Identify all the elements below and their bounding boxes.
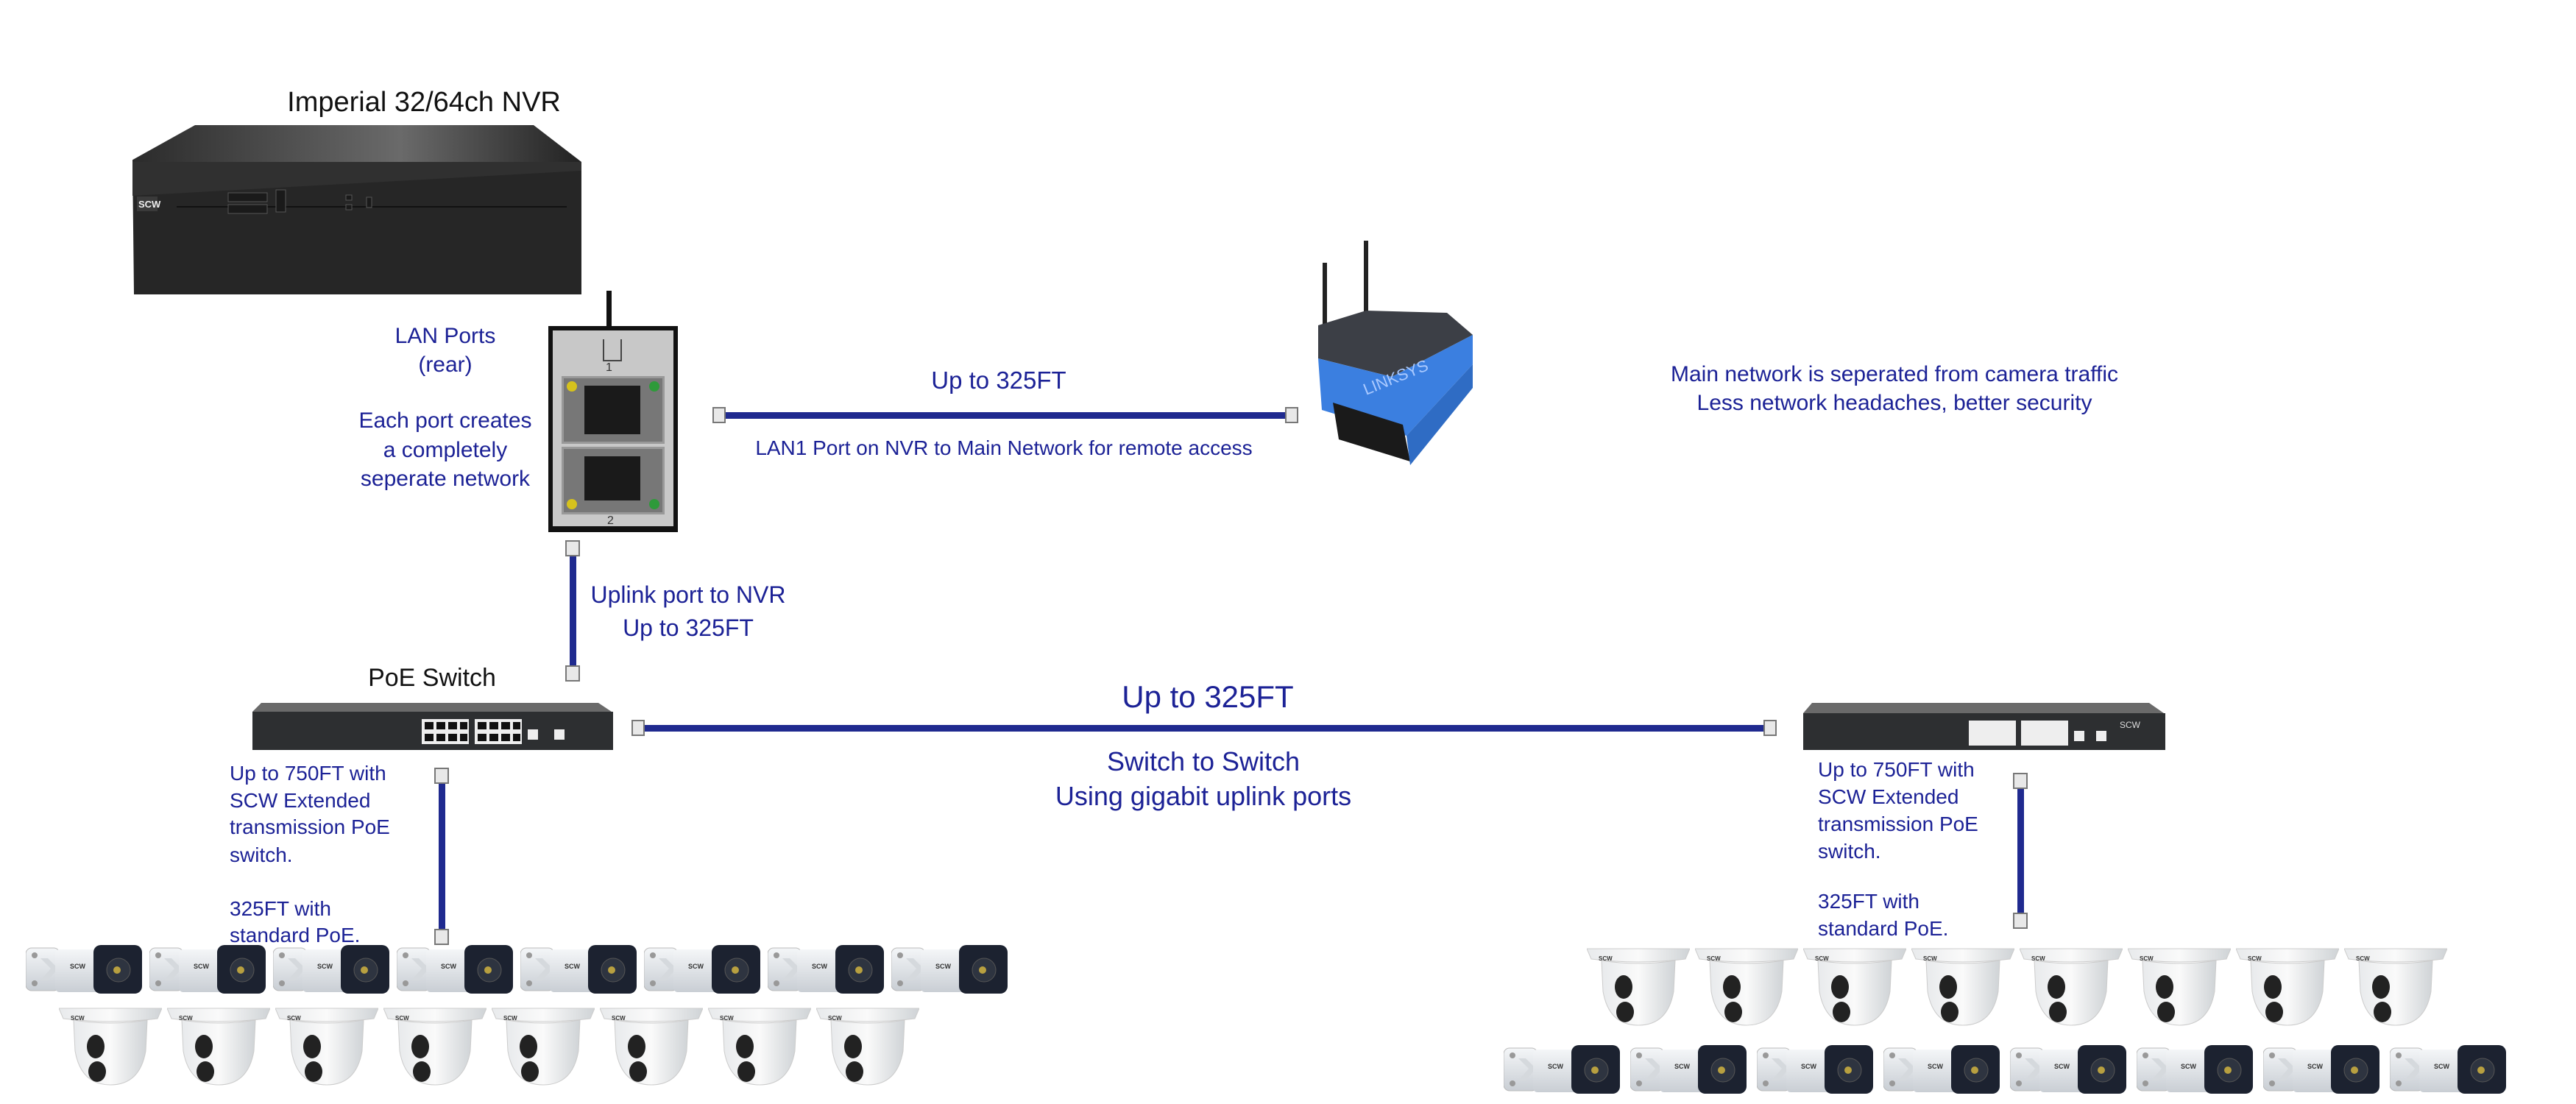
lan-ports-label: LAN Ports (394, 324, 496, 348)
dome-camera (2128, 947, 2231, 1027)
cable-plug-icon (1763, 720, 1777, 736)
cable-plug-icon (1285, 407, 1298, 423)
left-note-line1: Up to 750FT with (230, 762, 386, 785)
nvr-title: Imperial 32/64ch NVR (287, 87, 561, 118)
bullet-camera (397, 944, 514, 997)
poe-switch-title: PoE Switch (368, 664, 496, 692)
bullet-camera (1630, 1044, 1748, 1097)
right-camera-cable (2017, 789, 2024, 914)
dome-camera (1911, 947, 2014, 1027)
lan-port-panel: 1 2 (548, 326, 678, 532)
switch-link-line1: Switch to Switch (1106, 746, 1301, 776)
right-note-line5: 325FT with (1818, 890, 1919, 913)
bullet-camera (644, 944, 762, 997)
dome-camera (1803, 947, 1906, 1027)
network-icon (603, 339, 622, 361)
cable-plug-icon (434, 768, 449, 784)
bullet-camera (768, 944, 885, 997)
cable-plug-icon (565, 665, 580, 682)
poe-switch-right: SCW (1803, 703, 2165, 750)
left-note-line3: transmission PoE (230, 815, 390, 838)
cable-plug-icon (434, 929, 449, 945)
bullet-camera (149, 944, 267, 997)
bullet-camera (1757, 1044, 1875, 1097)
uplink-line2: Up to 325FT (623, 615, 754, 641)
left-camera-cable (439, 784, 445, 931)
cable-plug-icon (2013, 913, 2028, 929)
dome-camera (2344, 947, 2447, 1027)
router-note-line2: Less network headaches, better security (1696, 391, 2092, 415)
port-2-label: 2 (607, 514, 614, 527)
port-1-label: 1 (606, 361, 612, 374)
lan-ports-rear-label: (rear) (418, 353, 473, 377)
bullet-camera (1504, 1044, 1621, 1097)
dome-camera (275, 1007, 378, 1086)
bullet-camera (2137, 1044, 2254, 1097)
dome-camera (708, 1007, 811, 1086)
svg-text:SCW: SCW (2120, 720, 2141, 730)
bullet-camera (26, 944, 144, 997)
left-note-line5: 325FT with (230, 897, 331, 920)
dome-camera (816, 1007, 919, 1086)
right-note-line2: SCW Extended (1818, 785, 1959, 808)
cable-plug-icon (631, 720, 645, 736)
dome-camera (1587, 947, 1690, 1027)
dome-camera (383, 1007, 486, 1086)
dome-camera (1695, 947, 1798, 1027)
bullet-camera (2010, 1044, 2128, 1097)
right-note-line3: transmission PoE (1818, 813, 1978, 835)
switch-to-switch-cable (645, 725, 1763, 732)
uplink-line1: Uplink port to NVR (590, 581, 786, 608)
nvr-device: SCW (132, 125, 581, 294)
ethernet-port-2[interactable] (562, 447, 665, 514)
bullet-camera (520, 944, 638, 997)
router-note-line1: Main network is seperated from camera tr… (1670, 362, 2119, 386)
right-note-line1: Up to 750FT with (1818, 758, 1975, 781)
uplink-cable (570, 556, 576, 667)
dome-camera (492, 1007, 595, 1086)
bullet-camera (891, 944, 1009, 997)
bullet-camera (273, 944, 391, 997)
dome-camera (2020, 947, 2123, 1027)
cable-plug-icon (2013, 773, 2028, 789)
lan-link-caption: LAN1 Port on NVR to Main Network for rem… (755, 436, 1253, 459)
cable-plug-icon (565, 540, 580, 556)
right-note-line6: standard PoE. (1818, 917, 1949, 940)
dome-camera (167, 1007, 270, 1086)
lan-desc-line1: Each port creates (358, 408, 532, 433)
nvr-brand-logo: SCW (138, 199, 161, 210)
right-note-line4: switch. (1818, 840, 1881, 863)
dome-camera (59, 1007, 162, 1086)
cable-plug-icon (712, 407, 726, 423)
router-device: LINKSYS (1318, 241, 1473, 465)
lan-to-router-cable (726, 412, 1285, 419)
lan-desc-line3: seperate network (360, 467, 531, 491)
lan-link-distance: Up to 325FT (931, 367, 1066, 394)
switch-link-line2: Using gigabit uplink ports (1055, 781, 1352, 811)
left-note-line2: SCW Extended (230, 789, 371, 812)
poe-switch-left (252, 703, 613, 750)
nvr-lan-cable (606, 291, 612, 328)
dome-camera (600, 1007, 703, 1086)
bullet-camera (2263, 1044, 2381, 1097)
bullet-camera (1883, 1044, 2001, 1097)
left-note-line4: switch. (230, 843, 293, 866)
dome-camera (2236, 947, 2339, 1027)
switch-link-distance: Up to 325FT (1122, 679, 1294, 714)
lan-desc-line2: a completely (383, 438, 508, 462)
bullet-camera (2390, 1044, 2508, 1097)
left-note-line6: standard PoE. (230, 924, 361, 946)
ethernet-port-1[interactable] (562, 376, 665, 444)
